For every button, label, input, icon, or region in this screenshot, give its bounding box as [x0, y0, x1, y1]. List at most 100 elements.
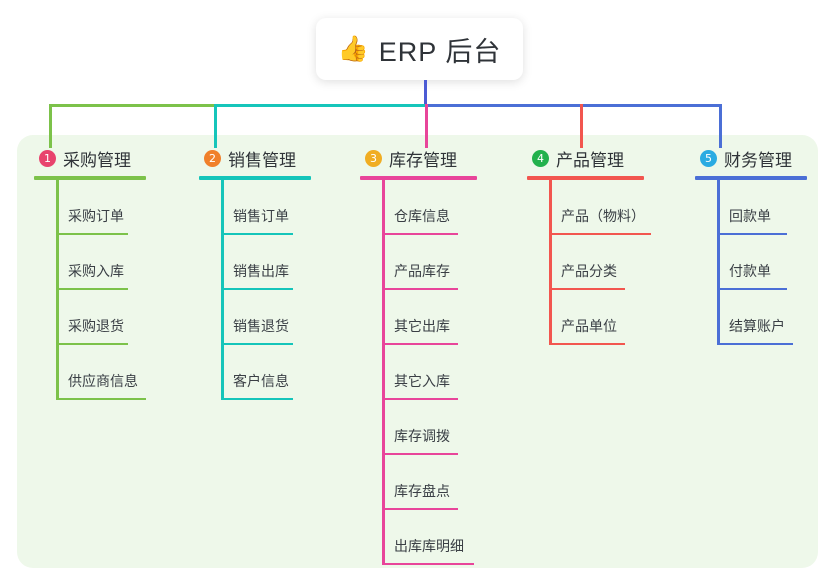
- leaf-underline: [549, 288, 625, 290]
- leaf-item[interactable]: 结算账户: [695, 290, 807, 345]
- leaf-label: 销售订单: [233, 208, 289, 224]
- branch-spine: [549, 180, 552, 345]
- leaf-item[interactable]: 付款单: [695, 235, 807, 290]
- leaf-label: 仓库信息: [394, 208, 450, 224]
- leaf-underline: [221, 343, 293, 345]
- thumbs-up-icon: 👍: [337, 34, 369, 63]
- branch-column-2: 2 销售管理销售订单销售出库销售退货客户信息: [199, 146, 311, 400]
- root-node[interactable]: 👍 ERP 后台: [316, 18, 523, 80]
- leaf-item[interactable]: 采购订单: [34, 180, 146, 235]
- branch-children: 仓库信息产品库存其它出库其它入库库存调拨库存盘点出库库明细: [360, 180, 477, 565]
- leaf-label: 产品库存: [394, 263, 450, 279]
- drop-branch-4: [580, 104, 583, 148]
- root-stem-connector: [424, 80, 427, 104]
- branch-header-2[interactable]: 2 销售管理: [199, 146, 311, 170]
- leaf-underline: [56, 233, 128, 235]
- drop-branch-2: [214, 104, 217, 148]
- branch-children: 产品（物料） 产品分类产品单位: [527, 180, 651, 345]
- branch-title: 财务管理: [724, 150, 792, 170]
- leaf-item[interactable]: 采购入库: [34, 235, 146, 290]
- branch-title: 库存管理: [389, 150, 457, 170]
- leaf-underline: [382, 233, 458, 235]
- leaf-item[interactable]: 采购退货: [34, 290, 146, 345]
- leaf-underline: [221, 233, 293, 235]
- leaf-item[interactable]: 产品（物料）: [527, 180, 651, 235]
- leaf-label: 库存调拨: [394, 428, 450, 444]
- branch-number-badge: 2: [204, 149, 221, 167]
- leaf-item[interactable]: 产品单位: [527, 290, 644, 345]
- branch-children: 回款单付款单结算账户: [695, 180, 807, 345]
- root-title: ERP 后台: [378, 36, 502, 67]
- leaf-underline: [549, 233, 651, 235]
- branch-spine: [56, 180, 59, 400]
- leaf-label: 产品分类: [561, 263, 617, 279]
- leaf-label: 采购入库: [68, 263, 124, 279]
- leaf-item[interactable]: 其它出库: [360, 290, 477, 345]
- leaf-label: 产品单位: [561, 318, 617, 334]
- branch-underline: [34, 176, 146, 180]
- branch-header-3[interactable]: 3 库存管理: [360, 146, 477, 170]
- branch-underline: [527, 176, 644, 180]
- bus-segment-1: [49, 104, 214, 107]
- leaf-label: 销售退货: [233, 318, 289, 334]
- leaf-item[interactable]: 库存盘点: [360, 455, 477, 510]
- leaf-item[interactable]: 客户信息: [199, 345, 311, 400]
- leaf-underline: [56, 288, 128, 290]
- leaf-item[interactable]: 库存调拨: [360, 400, 477, 455]
- leaf-underline: [717, 288, 787, 290]
- leaf-label: 采购订单: [68, 208, 124, 224]
- leaf-label: 结算账户: [729, 318, 785, 334]
- leaf-underline: [382, 508, 458, 510]
- leaf-item[interactable]: 出库库明细: [360, 510, 477, 565]
- branch-underline: [199, 176, 311, 180]
- leaf-label: 采购退货: [68, 318, 124, 334]
- branch-number-badge: 4: [532, 149, 549, 167]
- branch-title: 采购管理: [63, 150, 131, 170]
- branch-header-4[interactable]: 4 产品管理: [527, 146, 644, 170]
- leaf-item[interactable]: 仓库信息: [360, 180, 477, 235]
- bus-segment-2: [214, 104, 425, 107]
- branch-column-5: 5 财务管理回款单付款单结算账户: [695, 146, 807, 345]
- leaf-item[interactable]: 产品库存: [360, 235, 477, 290]
- leaf-item[interactable]: 回款单: [695, 180, 807, 235]
- leaf-label: 供应商信息: [68, 373, 138, 389]
- leaf-label: 付款单: [729, 263, 771, 279]
- branch-number-badge: 3: [365, 149, 382, 167]
- leaf-underline: [717, 343, 793, 345]
- leaf-underline: [717, 233, 787, 235]
- leaf-underline: [382, 398, 458, 400]
- branch-children: 销售订单销售出库销售退货客户信息: [199, 180, 311, 400]
- branch-spine: [221, 180, 224, 400]
- leaf-item[interactable]: 产品分类: [527, 235, 644, 290]
- leaf-underline: [382, 453, 458, 455]
- bus-segment-3: [425, 104, 721, 107]
- branch-underline: [695, 176, 807, 180]
- leaf-item[interactable]: 其它入库: [360, 345, 477, 400]
- leaf-label: 销售出库: [233, 263, 289, 279]
- leaf-label: 其它入库: [394, 373, 450, 389]
- branch-title: 销售管理: [228, 150, 296, 170]
- branch-title: 产品管理: [556, 150, 624, 170]
- branch-number-badge: 5: [700, 149, 717, 167]
- branch-spine: [382, 180, 385, 565]
- leaf-underline: [382, 563, 474, 565]
- branch-children: 采购订单采购入库采购退货供应商信息: [34, 180, 146, 400]
- leaf-item[interactable]: 销售订单: [199, 180, 311, 235]
- branch-spine: [717, 180, 720, 345]
- leaf-item[interactable]: 供应商信息: [34, 345, 146, 400]
- leaf-item[interactable]: 销售退货: [199, 290, 311, 345]
- leaf-label: 其它出库: [394, 318, 450, 334]
- branch-header-5[interactable]: 5 财务管理: [695, 146, 807, 170]
- leaf-label: 客户信息: [233, 373, 289, 389]
- branch-number-badge: 1: [39, 149, 56, 167]
- branch-column-4: 4 产品管理产品（物料） 产品分类产品单位: [527, 146, 651, 345]
- leaf-underline: [221, 288, 293, 290]
- branch-header-1[interactable]: 1 采购管理: [34, 146, 146, 170]
- leaf-item[interactable]: 销售出库: [199, 235, 311, 290]
- leaf-label: 出库库明细: [394, 538, 464, 554]
- branch-column-3: 3 库存管理仓库信息产品库存其它出库其它入库库存调拨库存盘点出库库明细: [360, 146, 477, 565]
- leaf-underline: [382, 288, 458, 290]
- drop-branch-1: [49, 104, 52, 148]
- leaf-label: 回款单: [729, 208, 771, 224]
